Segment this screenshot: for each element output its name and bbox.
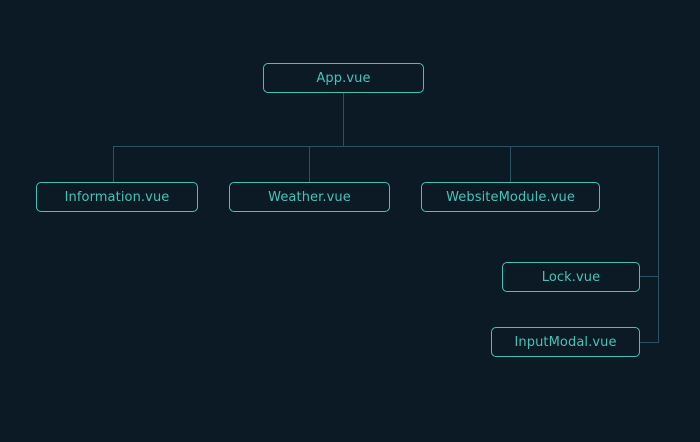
node-label: WebsiteModule.vue [446, 189, 575, 205]
node-label: InputModal.vue [514, 334, 617, 350]
node-label: App.vue [316, 70, 371, 86]
node-websitemodule-vue: WebsiteModule.vue [421, 182, 600, 212]
node-lock-vue: Lock.vue [502, 262, 640, 292]
node-weather-vue: Weather.vue [229, 182, 390, 212]
node-app-vue: App.vue [263, 63, 424, 93]
node-label: Information.vue [64, 189, 170, 205]
node-label: Lock.vue [541, 269, 601, 285]
node-label: Weather.vue [268, 189, 351, 205]
node-information-vue: Information.vue [36, 182, 198, 212]
node-inputmodal-vue: InputModal.vue [491, 327, 640, 357]
